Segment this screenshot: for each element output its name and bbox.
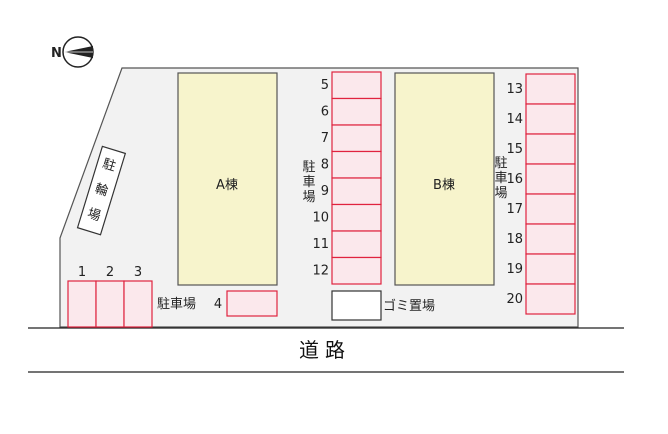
parking-vertical-char: 車 xyxy=(494,171,507,186)
building-a-label: A棟 xyxy=(216,178,238,193)
bicycle-parking-char: 場 xyxy=(85,206,102,224)
parking-space-number: 2 xyxy=(106,265,114,280)
parking-space-number: 19 xyxy=(506,262,523,277)
parking-column-middle: 5 6 7 8 9 10 11 12 xyxy=(312,71,382,285)
parking-space xyxy=(331,177,382,206)
building-b xyxy=(394,72,495,286)
parking-space xyxy=(525,283,576,315)
parking-space xyxy=(331,71,382,100)
parking-space xyxy=(331,124,382,153)
north-label: N xyxy=(51,46,62,61)
parking-space xyxy=(331,230,382,259)
parking-space-number: 13 xyxy=(506,82,523,97)
bicycle-parking: 駐 輪 場 xyxy=(76,145,127,236)
parking-space-number: 18 xyxy=(506,232,523,247)
parking-space-number: 12 xyxy=(312,264,329,279)
parking-space-number: 8 xyxy=(321,158,329,173)
garbage-area xyxy=(331,290,382,321)
parking-space-number: 4 xyxy=(214,297,222,312)
parking-space xyxy=(95,280,125,328)
parking-space-number: 14 xyxy=(506,112,523,127)
parking-space xyxy=(226,290,278,317)
parking-space-number: 5 xyxy=(321,78,329,93)
bicycle-parking-char: 駐 xyxy=(101,157,118,175)
parking-space xyxy=(525,193,576,225)
bicycle-parking-char: 輪 xyxy=(93,181,110,200)
parking-vertical-char: 駐 xyxy=(494,156,507,171)
parking-space xyxy=(525,253,576,285)
parking-space xyxy=(525,73,576,105)
parking-space-number: 11 xyxy=(312,237,329,252)
parking-space xyxy=(331,256,382,285)
road-label: 道路 xyxy=(299,338,351,362)
building-a xyxy=(177,72,278,286)
parking-space-number: 17 xyxy=(506,202,523,217)
parking-row-bottom-left: 1 2 3 xyxy=(67,265,153,328)
north-arrow-icon xyxy=(62,36,94,68)
building-b-label: B棟 xyxy=(433,178,455,193)
parking-vertical-char: 駐 xyxy=(302,160,315,175)
parking-space xyxy=(525,103,576,135)
parking-space xyxy=(123,280,153,328)
parking-space-number: 1 xyxy=(78,265,86,280)
parking-space-number: 10 xyxy=(312,211,329,226)
parking-vertical-char: 車 xyxy=(302,175,315,190)
garbage-label: ゴミ置場 xyxy=(383,298,435,314)
parking-space xyxy=(525,133,576,165)
parking-space xyxy=(67,280,97,328)
parking-space xyxy=(331,150,382,179)
parking-column-right: 13 14 15 16 17 18 19 20 xyxy=(506,73,576,315)
parking-space-number: 9 xyxy=(321,184,329,199)
parking-label-bottom: 駐車場 xyxy=(157,297,196,312)
parking-space xyxy=(331,97,382,126)
parking-space-number: 20 xyxy=(506,292,523,307)
parking-space xyxy=(331,203,382,232)
parking-space xyxy=(525,163,576,195)
parking-space-number: 6 xyxy=(321,105,329,120)
parking-space xyxy=(525,223,576,255)
parking-space-number: 16 xyxy=(506,172,523,187)
parking-vertical-char: 場 xyxy=(302,190,315,205)
parking-space-number: 7 xyxy=(321,131,329,146)
parking-space-number: 15 xyxy=(506,142,523,157)
parking-vertical-char: 場 xyxy=(494,186,507,201)
parking-space-number: 3 xyxy=(134,265,142,280)
